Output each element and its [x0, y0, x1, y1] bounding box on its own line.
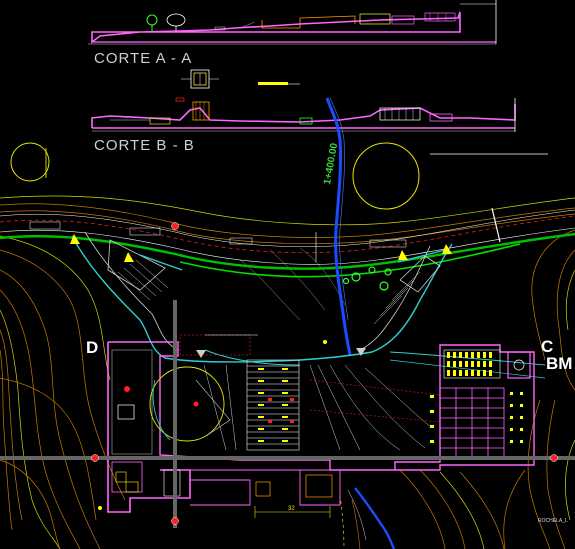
right-building-grid: [430, 349, 531, 459]
marker-c: C: [541, 337, 553, 356]
dimension-value: 32: [288, 506, 295, 512]
dimension-32: [254, 506, 331, 518]
marker-bm: BM: [546, 354, 572, 373]
section-a-a-elevation: [88, 0, 497, 45]
river: [325, 97, 396, 549]
north-arrow: [10, 142, 50, 182]
reference-circle: [352, 142, 420, 210]
grid-markers: [91, 222, 558, 525]
central-plaza: [203, 359, 441, 451]
detail-block: [175, 69, 300, 102]
ramp-structures: [70, 231, 546, 379]
section-b-title: CORTE B - B: [94, 137, 195, 154]
trees: [342, 266, 392, 291]
small-label: ROCHELA_L: [538, 518, 568, 524]
section-b-b-elevation: [91, 98, 516, 132]
road: [0, 207, 575, 278]
marker-d: D: [86, 338, 98, 357]
section-a-title: CORTE A - A: [94, 50, 192, 67]
contour-lines: [0, 195, 575, 549]
